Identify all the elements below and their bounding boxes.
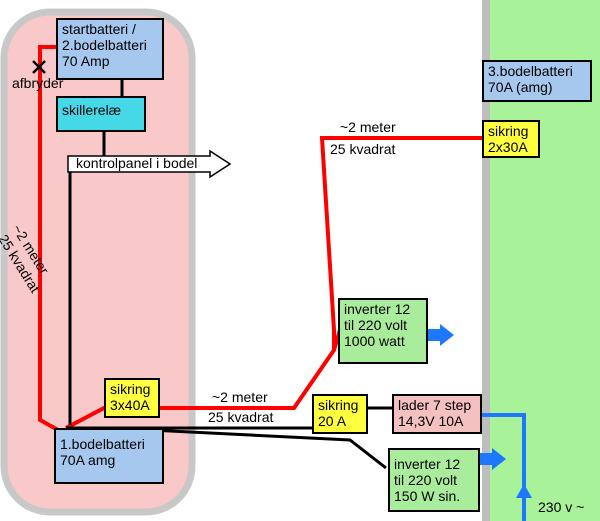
inverter-1000-line1: inverter 12 [344,301,411,317]
inverter-150-line2: til 220 volt [394,472,458,488]
start-battery-box: startbatteri / 2.bodelbatteri 70 Amp [56,18,164,80]
top-section-label: 25 kvadrat [330,141,396,157]
switch-label: afbryder [12,75,64,91]
charger-box: lader 7 step 14,3V 10A [392,394,482,434]
mid-length-label: ~2 meter [212,389,268,405]
fuse-2x30-box: sikring 2x30A [482,120,540,158]
fuse-3x40-line2: 3x40A [110,397,150,413]
charger-line2: 14,3V 10A [398,413,464,429]
mid-section-label: 25 kvadrat [208,409,274,425]
fuse-20-box: sikring 20 A [312,394,368,434]
mains-label: 230 v ~ [538,499,585,515]
switch-cross-icon [32,60,46,74]
third-battery-line1: 3.bodelbatteri [488,63,573,79]
first-battery-box: 1.bodelbatteri 70A amg [54,428,164,484]
start-battery-line3: 70 Amp [62,53,110,69]
charger-line1: lader 7 step [398,397,472,413]
isolation-relay-box: skillerelæ [56,96,146,132]
fuse-3x40-box: sikring 3x40A [104,378,160,418]
fuse-2x30-line1: sikring [488,123,529,139]
start-battery-line2: 2.bodelbatteri [62,37,147,53]
third-battery-box: 3.bodelbatteri 70A (amg) [482,60,592,102]
third-battery-line2: 70A (amg) [488,79,553,95]
fuse-2x30-line2: 2x30A [488,139,528,155]
fuse-20-line2: 20 A [318,413,347,429]
fuse-20-line1: sikring [318,397,359,413]
inverter-1000-box: inverter 12 til 220 volt 1000 watt [338,298,428,364]
inverter-150-line1: inverter 12 [394,456,461,472]
output-arrow-150-icon [478,448,506,470]
inverter-1000-line2: til 220 volt [344,317,408,333]
mains-arrow-icon [516,484,532,498]
inverter-1000-line3: 1000 watt [344,333,405,349]
fuse-3x40-line1: sikring [110,381,151,397]
isolation-relay-label: skillerelæ [62,102,122,118]
first-battery-line1: 1.bodelbatteri [60,436,145,452]
inverter-150-box: inverter 12 til 220 volt 150 W sin. [388,448,480,512]
black-wire-to-inverter150 [149,428,387,470]
start-battery-line1: startbatteri / [62,21,136,37]
output-arrow-1000-icon [428,324,454,346]
first-battery-line2: 70A amg [60,452,116,468]
control-panel-arrow [67,149,232,179]
control-panel-label: kontrolpanel i bodel [76,155,198,171]
red-wire-start-to-first [38,45,59,432]
inverter-150-line3: 150 W sin. [394,488,461,504]
red-wire-to-fuse2x30 [319,136,482,350]
top-length-label: ~2 meter [340,119,396,135]
